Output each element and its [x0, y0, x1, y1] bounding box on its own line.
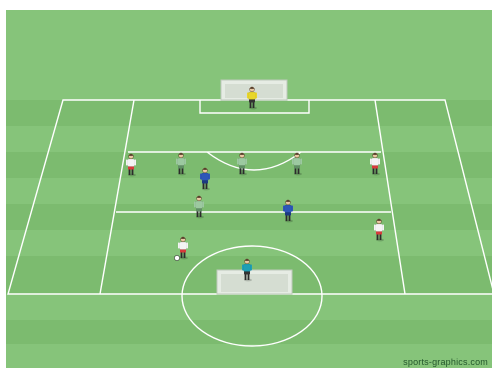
watermark-text: sports-graphics.com [403, 357, 488, 367]
bottom-goal [217, 270, 292, 294]
grass-stripes [6, 10, 492, 368]
ball-icon [174, 255, 179, 260]
